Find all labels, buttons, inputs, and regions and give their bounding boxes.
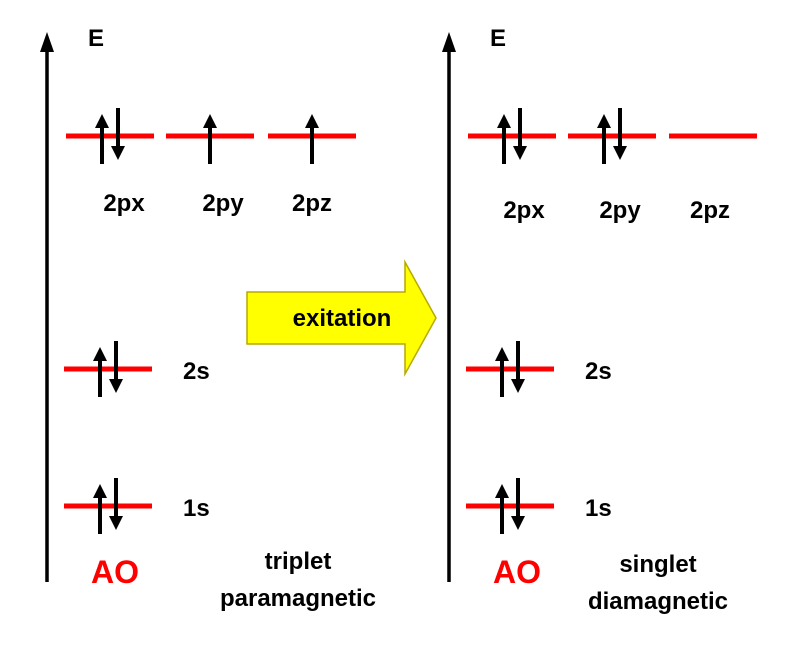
left-label-2py: 2py: [202, 190, 244, 217]
left-axis-label: E: [88, 25, 104, 52]
left-orbital-2s-spin-up-head: [93, 347, 107, 361]
left-orbital-2s-spin-down-head: [109, 379, 123, 393]
left-panel: E 2px 2py 2pz 2s 1s AO triplet paramagne…: [40, 25, 376, 612]
left-orbital-1s-spin-down-head: [109, 516, 123, 530]
right-label-1s: 1s: [585, 495, 612, 522]
left-energy-axis-arrowhead: [40, 32, 54, 52]
right-label-2px: 2px: [503, 197, 545, 224]
left-label-2pz: 2pz: [292, 190, 332, 217]
right-orbital-2s-spin-up-head: [495, 347, 509, 361]
left-orbital-2pz-spin-up-head: [305, 114, 319, 128]
right-orbital-2s-spin-down-head: [511, 379, 525, 393]
left-orbital-2pz: [268, 114, 356, 164]
left-state-line2: paramagnetic: [220, 585, 376, 612]
right-orbital-1s-spin-up-head: [495, 484, 509, 498]
left-state-line1: triplet: [265, 548, 332, 575]
left-orbital-2px-spin-down-head: [111, 146, 125, 160]
right-orbital-2py-spin-up-head: [597, 114, 611, 128]
left-orbital-1s-spin-up-head: [93, 484, 107, 498]
right-orbital-2py-spin-down-head: [613, 146, 627, 160]
right-orbital-2px-spin-up-head: [497, 114, 511, 128]
right-orbital-2py: [568, 108, 656, 164]
right-orbital-1s: [466, 478, 554, 534]
left-orbital-2py-spin-up-head: [203, 114, 217, 128]
right-label-2pz: 2pz: [690, 197, 730, 224]
excitation-label: exitation: [293, 305, 392, 332]
right-orbital-2px: [468, 108, 556, 164]
right-state-line1: singlet: [619, 551, 696, 578]
left-ao-label: AO: [91, 554, 139, 590]
left-label-1s: 1s: [183, 495, 210, 522]
left-orbital-2px: [66, 108, 154, 164]
right-orbital-2px-spin-down-head: [513, 146, 527, 160]
excitation-arrow: exitation: [246, 259, 437, 377]
right-energy-axis-arrowhead: [442, 32, 456, 52]
right-orbital-2s: [466, 341, 554, 397]
left-orbital-2py: [166, 114, 254, 164]
left-label-2px: 2px: [103, 190, 145, 217]
right-orbital-1s-spin-down-head: [511, 516, 525, 530]
left-label-2s: 2s: [183, 358, 210, 385]
right-label-2s: 2s: [585, 358, 612, 385]
left-orbital-1s: [64, 478, 152, 534]
right-axis-label: E: [490, 25, 506, 52]
right-state-line2: diamagnetic: [588, 588, 728, 615]
right-panel: E 2px 2py 2pz 2s 1s AO singlet diamagnet…: [442, 25, 757, 615]
right-ao-label: AO: [493, 554, 541, 590]
excitation-arrow-shape: [246, 259, 437, 377]
left-orbital-2s: [64, 341, 152, 397]
left-orbital-2px-spin-up-head: [95, 114, 109, 128]
right-label-2py: 2py: [599, 197, 641, 224]
